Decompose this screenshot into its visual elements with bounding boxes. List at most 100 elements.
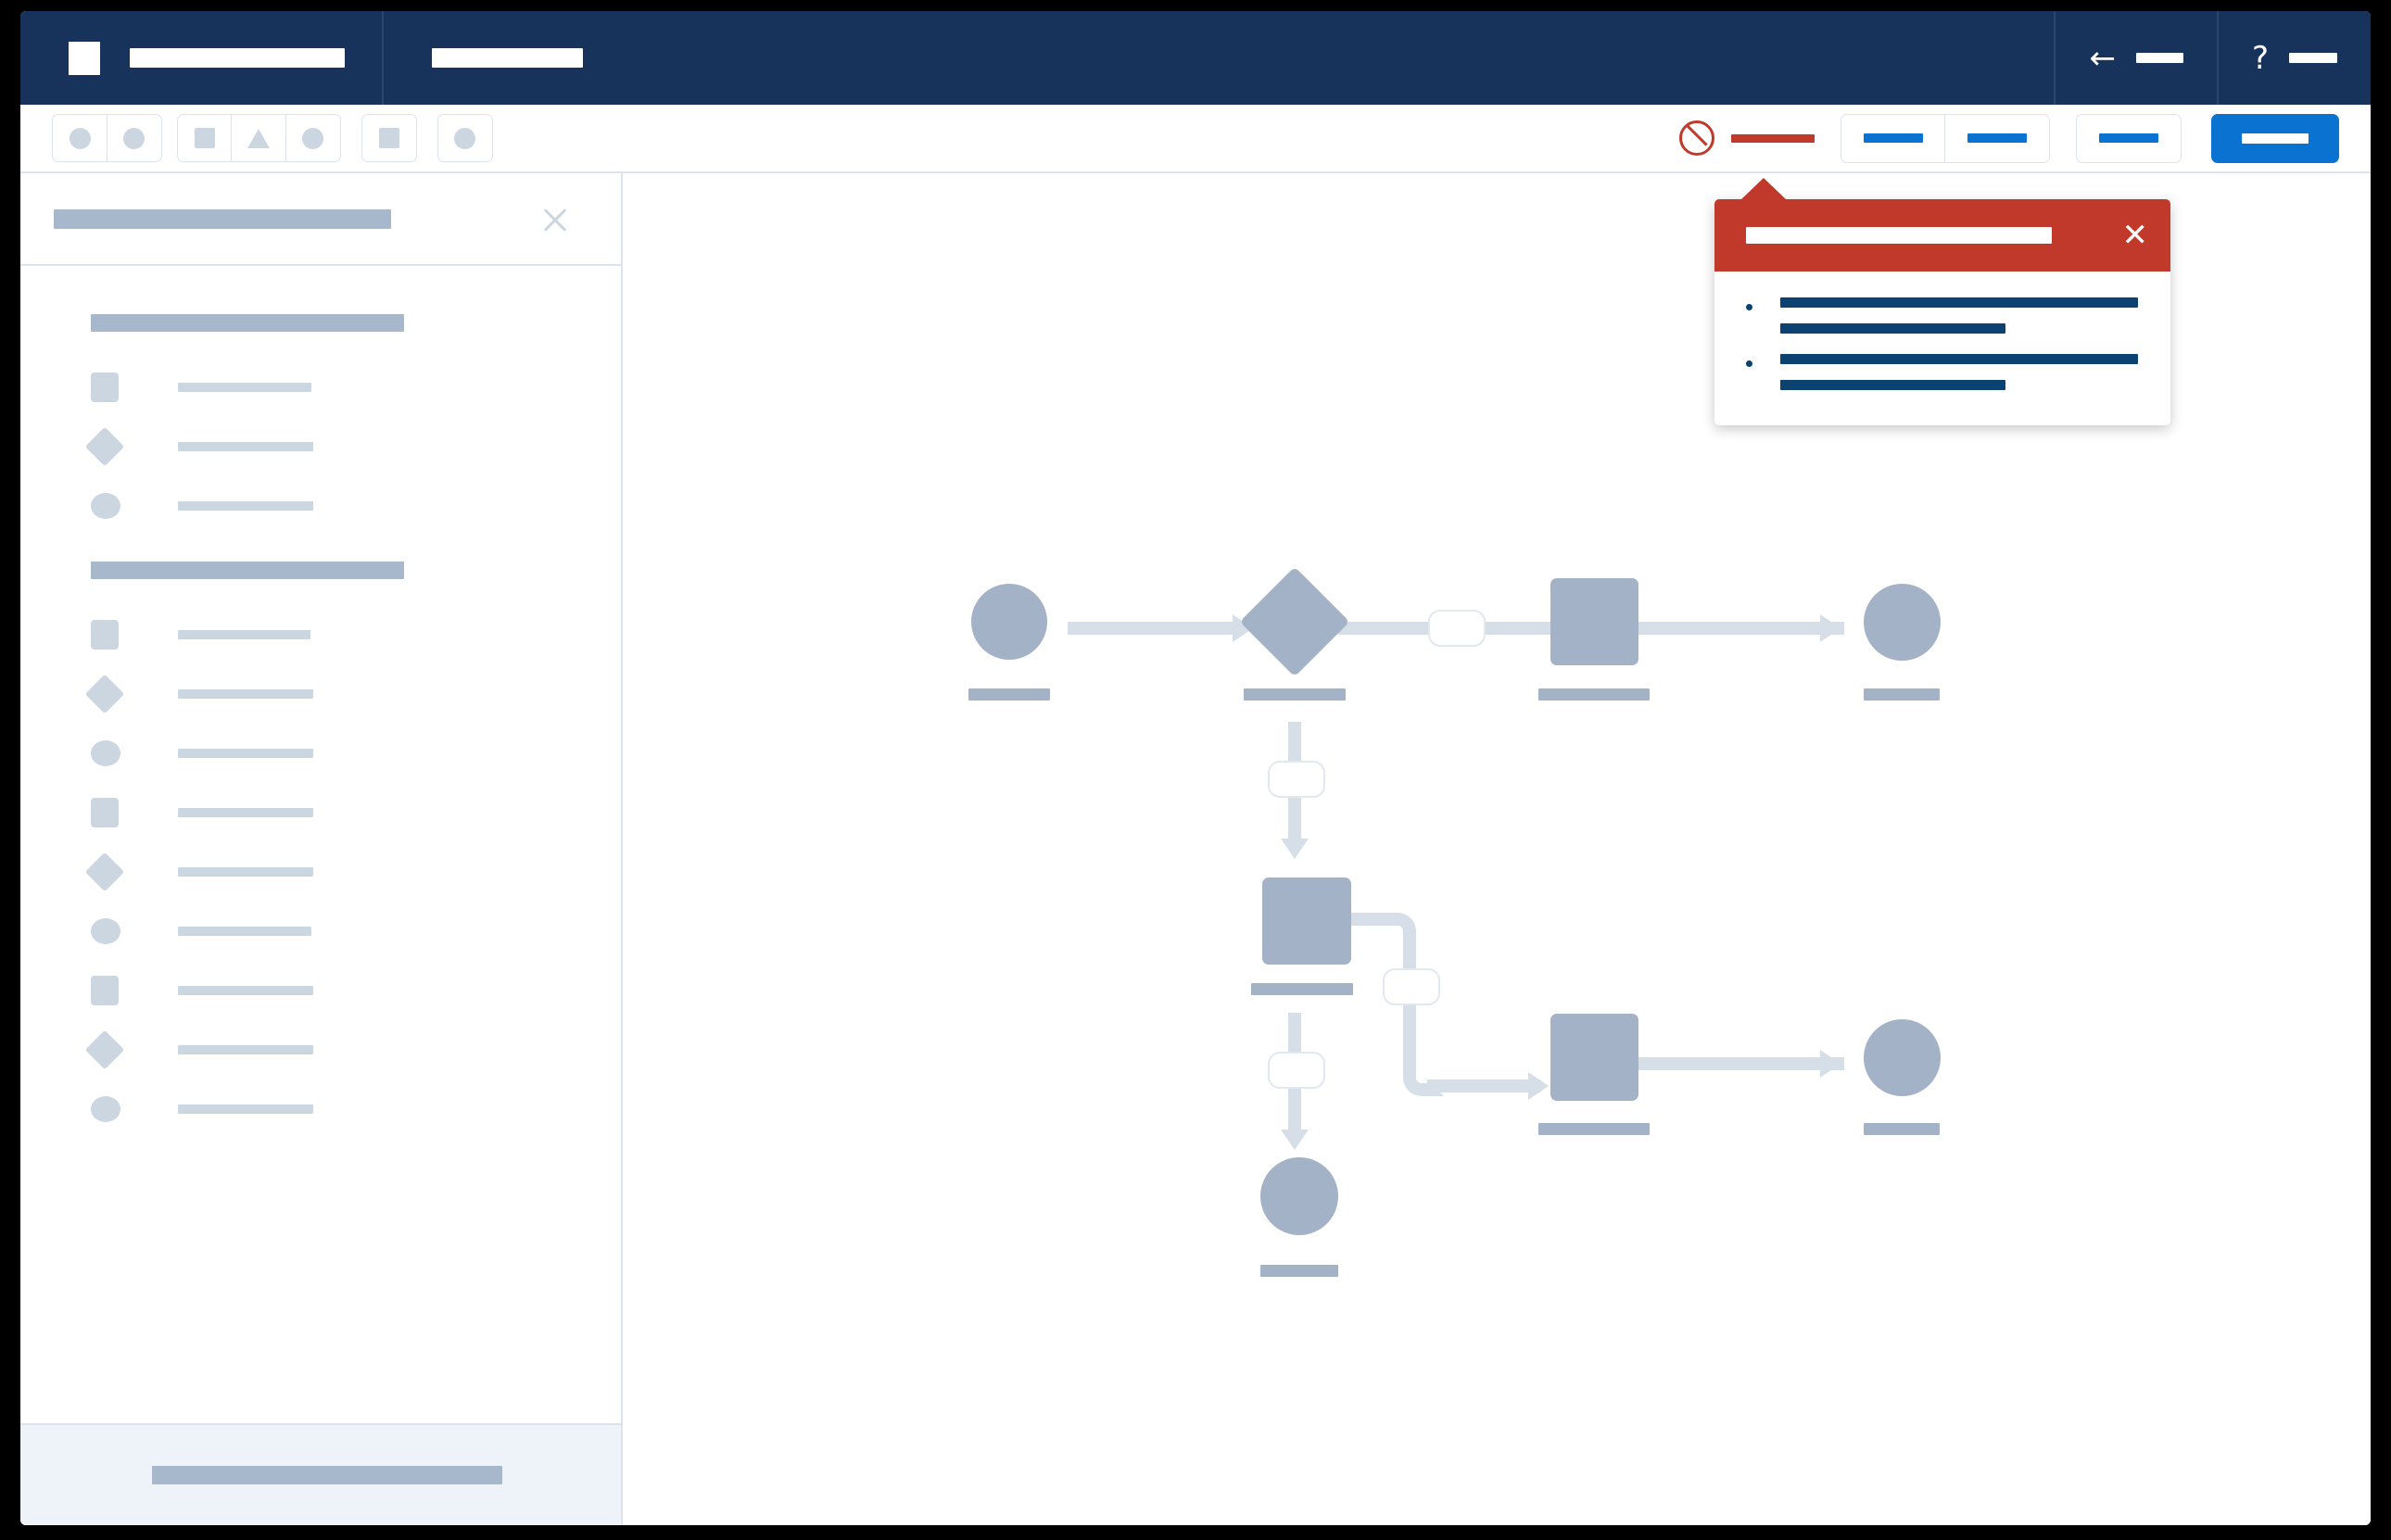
edge-condition-pill[interactable] (1268, 1052, 1325, 1089)
list-item-label (178, 749, 313, 758)
list-item-label (178, 986, 313, 995)
edge-n3-n4[interactable] (1638, 622, 1844, 635)
add-circle-button[interactable] (285, 114, 341, 162)
breadcrumb-label (432, 48, 583, 68)
history-group (52, 114, 162, 162)
node-label (1864, 688, 1940, 701)
edge-n1-n2[interactable] (1068, 622, 1233, 635)
diamond-node-icon (84, 426, 132, 467)
validation-errors-popover: ✕ (1714, 178, 2170, 425)
square-node-icon (91, 798, 132, 827)
square-node-icon (91, 976, 132, 1005)
view-toggle-right-button[interactable] (1944, 113, 2050, 163)
popover-arrow (1740, 178, 1787, 200)
node-gateway[interactable] (1239, 566, 1350, 677)
zoom-toggle-button[interactable] (436, 114, 493, 162)
list-item[interactable] (20, 961, 621, 1020)
list-item[interactable] (20, 783, 621, 842)
undo-button[interactable] (52, 114, 108, 162)
edge-arrow-icon (1820, 1050, 1841, 1078)
list-item-label (178, 630, 310, 639)
error-line-2 (1780, 323, 2005, 334)
node-end-event[interactable] (1864, 1019, 1941, 1096)
edge-arrow-icon (1281, 839, 1309, 859)
back-button[interactable]: ← (2054, 11, 2217, 105)
popover-header: ✕ (1714, 199, 2170, 271)
view-toggle-left-button[interactable] (1840, 113, 1946, 163)
list-item-label (178, 867, 313, 877)
edge-condition-pill[interactable] (1383, 968, 1440, 1005)
grid-toggle-button[interactable] (361, 114, 417, 162)
add-triangle-button[interactable] (231, 114, 286, 162)
list-item-label (178, 1105, 313, 1114)
list-item-label (178, 808, 313, 817)
app-logo-square-icon (69, 41, 100, 75)
sidebar-section-2 (20, 562, 621, 1139)
list-item[interactable] (20, 605, 621, 664)
edge-arrow-icon (1528, 1072, 1549, 1100)
node-end-event[interactable] (1260, 1157, 1338, 1235)
list-item[interactable] (20, 724, 621, 783)
back-button-label (2135, 53, 2183, 63)
edge-n5-n6-seg3[interactable] (1427, 1079, 1540, 1092)
add-rectangle-button[interactable] (176, 114, 233, 162)
diamond-node-icon (84, 852, 132, 892)
app-window: ← ? (20, 11, 2371, 1525)
node-label (1538, 1123, 1650, 1135)
close-icon[interactable] (538, 201, 573, 236)
list-item-label (178, 689, 313, 699)
toolbar-left-group (52, 114, 493, 162)
diamond-node-icon (84, 674, 132, 714)
node-end-event[interactable] (1864, 584, 1941, 661)
node-task[interactable] (1550, 578, 1638, 665)
node-label (968, 688, 1050, 701)
edge-n6-n7[interactable] (1638, 1057, 1844, 1070)
error-prohibited-icon[interactable] (1678, 120, 1714, 156)
node-label (1538, 688, 1650, 701)
sidebar-section-title (91, 562, 404, 579)
sidebar-header (20, 173, 621, 266)
help-button[interactable]: ? (2216, 11, 2371, 105)
list-item[interactable] (20, 1020, 621, 1079)
list-item[interactable] (1746, 297, 2139, 334)
node-task[interactable] (1262, 877, 1351, 965)
edge-condition-pill[interactable] (1268, 761, 1325, 798)
list-item[interactable] (20, 476, 621, 536)
view-toggle-left-label (1863, 133, 1923, 143)
square-node-icon (91, 372, 132, 402)
list-item-label (178, 501, 313, 511)
node-label (1251, 983, 1353, 995)
secondary-action-button[interactable] (2076, 113, 2182, 163)
redo-button[interactable] (106, 114, 162, 162)
node-task[interactable] (1550, 1014, 1638, 1101)
list-item[interactable] (20, 358, 621, 417)
circle-node-icon (91, 493, 132, 519)
circle-node-icon (91, 1096, 132, 1122)
bullet-icon (1746, 360, 1752, 367)
error-line-1 (1780, 354, 2138, 364)
header-actions: ← ? (2054, 11, 2371, 105)
list-item[interactable] (20, 417, 621, 476)
sidebar-section-1 (20, 314, 621, 536)
list-item[interactable] (20, 664, 621, 724)
list-item[interactable] (20, 1079, 621, 1139)
node-label (1260, 1265, 1338, 1277)
list-item[interactable] (20, 902, 621, 961)
list-item[interactable] (20, 842, 621, 902)
error-item-text (1780, 297, 2139, 334)
brand-area[interactable] (20, 11, 384, 105)
list-item-label (178, 383, 311, 392)
sidebar-scroll-area[interactable] (20, 266, 621, 1423)
edge-condition-pill[interactable] (1428, 610, 1486, 647)
secondary-action-label (2099, 133, 2158, 143)
popover-body (1714, 271, 2170, 425)
rectangle-shape-icon (194, 128, 215, 148)
breadcrumb (384, 11, 2054, 105)
node-start-event[interactable] (971, 584, 1047, 660)
validation-message-label (1730, 133, 1815, 143)
close-icon[interactable]: ✕ (2121, 217, 2149, 254)
palette-sidebar (20, 173, 623, 1525)
list-item[interactable] (1746, 354, 2139, 390)
save-button[interactable] (2211, 113, 2339, 163)
popover-title (1746, 227, 2052, 244)
